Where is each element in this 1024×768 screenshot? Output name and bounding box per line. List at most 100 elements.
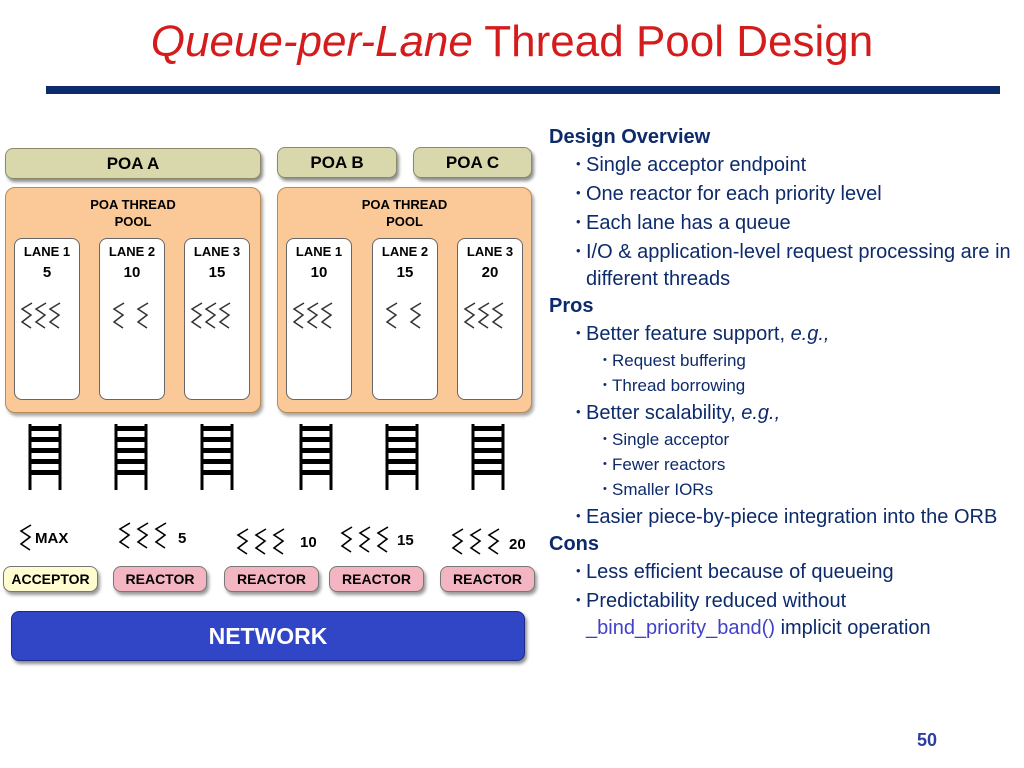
- wavy-thread-icon: [118, 522, 131, 549]
- pros-subtext: Single acceptor: [612, 430, 730, 449]
- queue-icon: [471, 422, 505, 492]
- queue-icon: [299, 422, 333, 492]
- pool-label-line1: POA THREAD: [90, 197, 176, 212]
- bullet-icon: •: [603, 354, 607, 366]
- lane-priority: 5: [42, 264, 52, 281]
- reactor-box: REACTOR: [113, 566, 207, 592]
- queue-icon: [385, 422, 419, 492]
- thread-group-icon: [385, 302, 422, 329]
- poa-a-bar: POA A: [5, 148, 261, 179]
- wavy-thread-icon: [491, 302, 504, 329]
- reactor-threads-icon: [118, 522, 167, 549]
- wavy-thread-icon: [48, 302, 61, 329]
- thread-group-icon: [190, 302, 231, 329]
- reactor-label: REACTOR: [342, 571, 411, 587]
- wavy-thread-icon: [218, 302, 231, 329]
- overview-text: One reactor for each priority level: [586, 183, 882, 205]
- title-divider: [46, 86, 1000, 94]
- reactor-label: REACTOR: [237, 571, 306, 587]
- acceptor-thread-priority: MAX: [35, 530, 69, 547]
- lane-name: LANE 1: [23, 244, 71, 259]
- wavy-thread-icon: [136, 302, 149, 329]
- lane-priority: 10: [123, 264, 141, 281]
- overview-text: Single acceptor endpoint: [586, 154, 807, 176]
- bullet-icon: •: [603, 379, 607, 391]
- wavy-thread-icon: [340, 526, 353, 553]
- bullet-icon: •: [603, 483, 607, 495]
- lane-name: LANE 3: [466, 244, 514, 259]
- reactor-label: REACTOR: [453, 571, 522, 587]
- slide-title-rest: Thread Pool Design: [472, 17, 874, 66]
- lane-3: LANE 3 20: [457, 238, 523, 400]
- bullet-icon: •: [576, 243, 581, 258]
- reactor-thread-priority: 20: [509, 536, 526, 553]
- queue-icon: [28, 422, 62, 492]
- design-overview-heading: Design Overview: [549, 126, 711, 148]
- wavy-thread-icon: [358, 526, 371, 553]
- lane-priority: 15: [208, 264, 226, 281]
- wavy-thread-icon: [254, 528, 267, 555]
- pool-label-line2: POOL: [114, 214, 152, 229]
- overview-item: • Each lane has a queue: [549, 208, 1019, 237]
- wavy-thread-icon: [463, 302, 476, 329]
- slide-title: Queue-per-Lane Thread Pool Design: [0, 14, 1024, 70]
- wavy-thread-icon: [136, 522, 149, 549]
- reactor-box: REACTOR: [329, 566, 424, 592]
- reactor-box: REACTOR: [440, 566, 535, 592]
- pros-subitem: • Single acceptor: [549, 427, 1019, 452]
- bullet-icon: •: [576, 404, 581, 419]
- architecture-diagram: POA A POA B POA C POA THREAD POOL LANE 1…: [3, 147, 535, 661]
- lane-name: LANE 1: [295, 244, 343, 259]
- page-number: 50: [917, 730, 938, 750]
- pros-subitem: • Request buffering: [549, 348, 1019, 373]
- pros-item: •Better feature support, e.g.,: [549, 319, 1019, 348]
- lane-2: LANE 2 15: [372, 238, 438, 400]
- wavy-thread-icon: [469, 528, 482, 555]
- thread-group-icon: [112, 302, 149, 329]
- slide-title-italic: Queue-per-Lane: [150, 17, 473, 66]
- pool-label: POA THREAD POOL: [6, 196, 260, 230]
- bullet-icon: •: [603, 458, 607, 470]
- pool-label: POA THREAD POOL: [278, 196, 531, 230]
- bullet-icon: •: [576, 214, 581, 229]
- wavy-thread-icon: [487, 528, 500, 555]
- pros-item: •Better scalability, e.g.,: [549, 398, 1019, 427]
- lane-3: LANE 3 15: [184, 238, 250, 400]
- lane-name: LANE 2: [108, 244, 156, 259]
- reactor-label: REACTOR: [125, 571, 195, 587]
- reactor-thread-priority: 10: [300, 534, 317, 551]
- acceptor-thread-icon: [19, 524, 32, 551]
- text-column: Design Overview • Single acceptor endpoin…: [549, 124, 1019, 642]
- bullet-icon: •: [603, 433, 607, 445]
- overview-text: Each lane has a queue: [586, 212, 791, 234]
- pros-subtext: Request buffering: [612, 351, 746, 370]
- reactor-box: REACTOR: [224, 566, 319, 592]
- wavy-thread-icon: [477, 302, 490, 329]
- wavy-thread-icon: [376, 526, 389, 553]
- wavy-thread-icon: [236, 528, 249, 555]
- pros-text: Better feature support,: [586, 323, 791, 345]
- reactor-thread-priority: 5: [178, 530, 187, 547]
- bullet-icon: •: [576, 156, 581, 171]
- cons-text: Less efficient because of queueing: [586, 561, 894, 583]
- wavy-thread-icon: [306, 302, 319, 329]
- overview-item: • Single acceptor endpoint: [549, 150, 1019, 179]
- lane-name: LANE 2: [381, 244, 429, 259]
- pros-subitem: •Fewer reactors: [549, 452, 1019, 477]
- thread-pool-a: POA THREAD POOL LANE 1 5 LANE 2 10 LANE …: [5, 187, 261, 413]
- thread-pool-bc: POA THREAD POOL LANE 1 10 LANE 2 15 LANE…: [277, 187, 532, 413]
- pros-item: • Easier piece-by-piece integration into …: [549, 502, 1019, 531]
- bullet-icon: •: [576, 325, 581, 340]
- cons-heading: Cons: [549, 533, 599, 555]
- pros-text-em: e.g.,: [741, 402, 781, 424]
- cons-item: •Predictability reduced without _bind_pr…: [549, 586, 1019, 642]
- acceptor-box: ACCEPTOR: [3, 566, 98, 592]
- wavy-thread-icon: [320, 302, 333, 329]
- overview-item: •One reactor for each priority level: [549, 179, 1019, 208]
- bullet-icon: •: [576, 508, 581, 523]
- wavy-thread-icon: [385, 302, 398, 329]
- network-label: NETWORK: [208, 623, 328, 649]
- pros-text: Easier piece-by-piece integration into t…: [586, 506, 998, 528]
- wavy-thread-icon: [190, 302, 203, 329]
- poa-b-bar: POA B: [277, 147, 397, 178]
